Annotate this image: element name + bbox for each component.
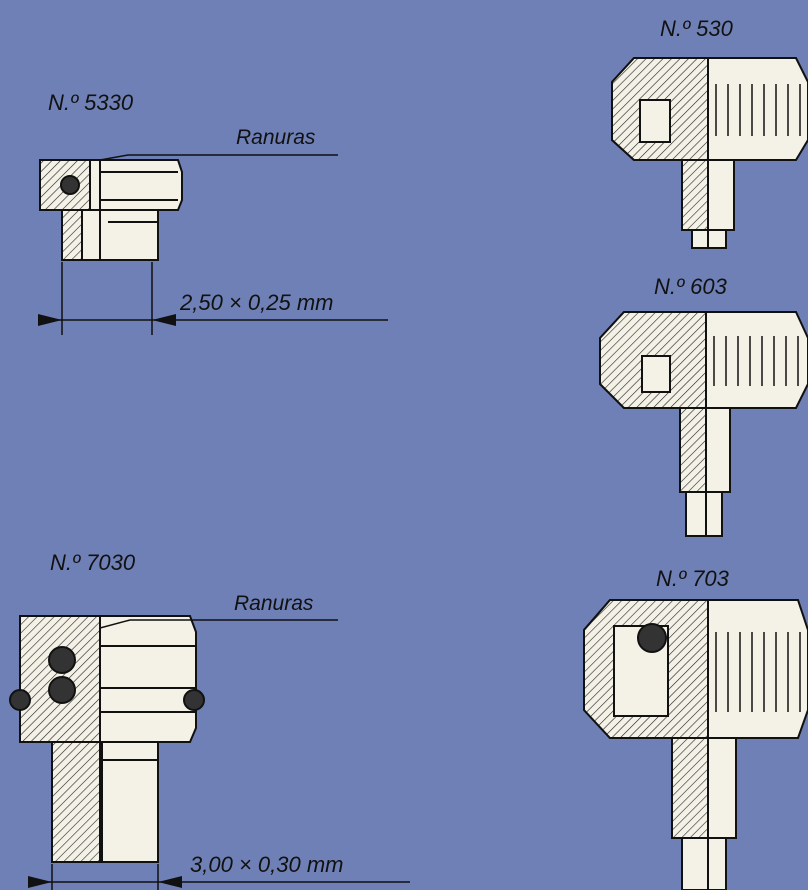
crown-603-stem-section <box>679 407 707 493</box>
crown-5330-leaders <box>38 154 388 335</box>
crown-7030-arrow-right <box>158 876 182 888</box>
crown-603-title: N.º 603 <box>654 274 727 299</box>
crown-5330-note-leader <box>99 154 338 161</box>
crown-5330-gasket <box>60 175 80 195</box>
crown-530-drawing <box>611 57 808 249</box>
crown-5330-dimension: 2,50 × 0,25 mm <box>180 290 334 315</box>
crown-603-tip <box>685 491 723 537</box>
crown-530-knurling <box>715 84 801 136</box>
crown-7030-title: N.º 7030 <box>50 550 136 575</box>
crown-7030-note: Ranuras <box>234 592 314 615</box>
crown-5330-drawing <box>39 159 183 261</box>
crown-7030-gasket-top <box>48 646 76 674</box>
crown-5330-title: N.º 5330 <box>48 90 134 115</box>
crown-703-stem-section <box>671 737 709 839</box>
crown-7030-drawing <box>9 615 205 863</box>
crown-7030-dimension: 3,00 × 0,30 mm <box>190 852 344 877</box>
crown-7030-gasket-left <box>9 689 31 711</box>
crown-7030-arrow-left <box>28 876 52 888</box>
crown-703-gasket <box>637 623 667 653</box>
crown-7030-gasket-right <box>183 689 205 711</box>
crown-530-title: N.º 530 <box>660 16 733 41</box>
crown-5330-arrow-right <box>152 314 176 326</box>
crown-5330-stem-section <box>61 209 83 261</box>
crown-603-drawing <box>599 311 808 537</box>
crown-7030-gasket-bottom <box>48 676 76 704</box>
crown-703-tip <box>681 837 727 890</box>
crown-7030-note-leader <box>99 619 338 629</box>
crown-530-seal-cavity <box>639 99 671 143</box>
crown-603-seal-cavity <box>641 355 671 393</box>
crown-5330-note: Ranuras <box>236 126 316 149</box>
crown-7030-leaders <box>28 619 410 890</box>
crown-703-knurling <box>715 632 801 712</box>
crown-703-drawing <box>583 599 808 890</box>
crown-5330-arrow-left <box>38 314 62 326</box>
crown-7030-stem-section <box>51 741 103 863</box>
crown-530-stem-section <box>681 159 709 231</box>
crown-603-knurling <box>713 336 799 386</box>
crown-703-title: N.º 703 <box>656 566 729 591</box>
